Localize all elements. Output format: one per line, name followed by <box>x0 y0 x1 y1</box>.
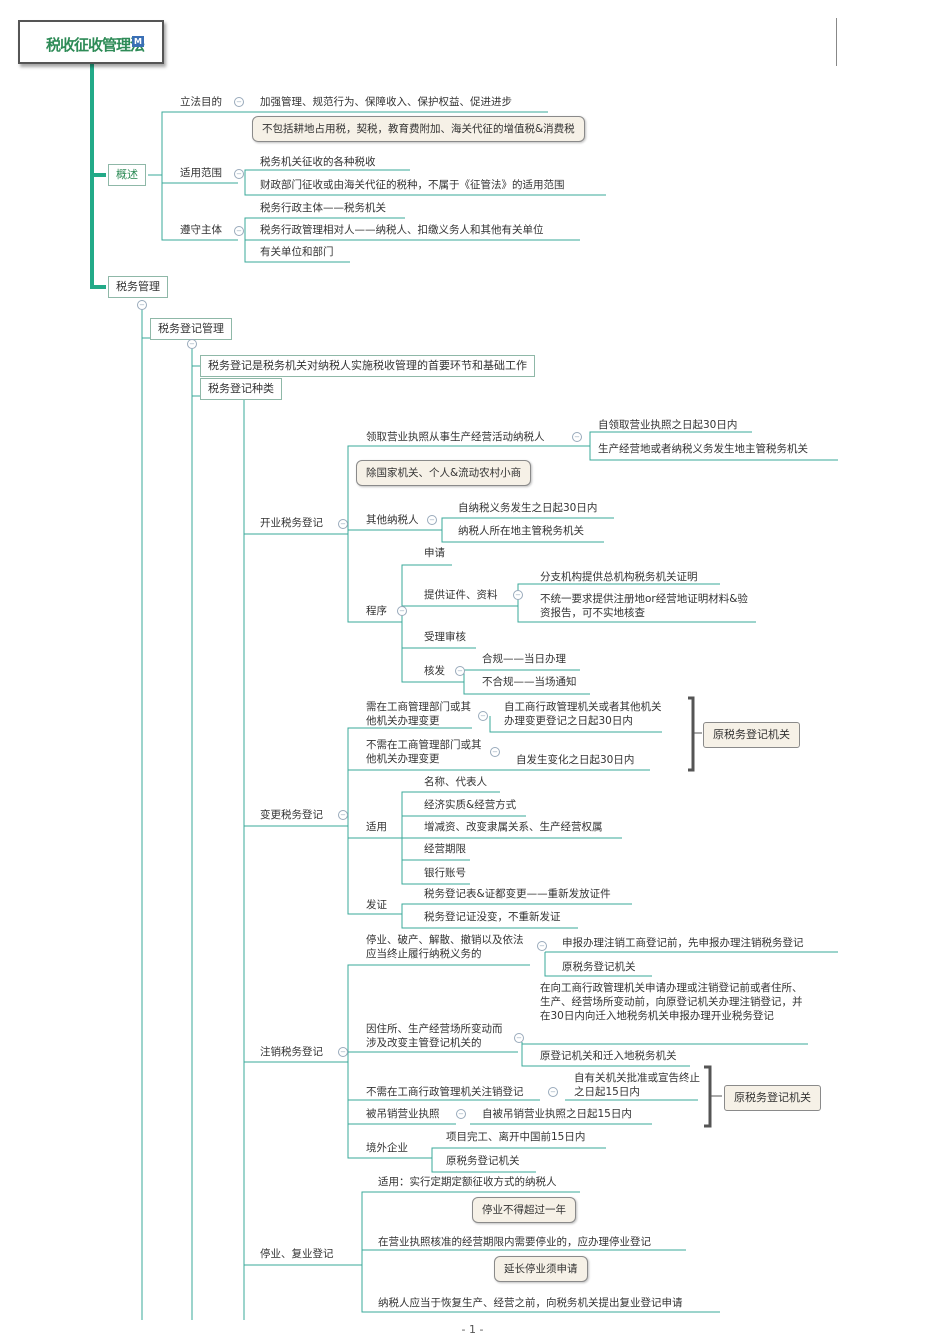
change-label[interactable]: 变更税务登记 <box>260 809 323 821</box>
suspend-rule-2: 纳税人应当于恢复生产、经营之前，向税务机关提出复业登记申请 <box>378 1297 683 1309</box>
change-apply-5: 银行账号 <box>424 867 466 879</box>
registration-intro: 税务登记是税务机关对纳税人实施税收管理的首要环节和基础工作 <box>200 355 535 377</box>
cancel-case1-1: 申报办理注销工商登记前，先申报办理注销税务登记 <box>562 937 804 949</box>
suspend-label[interactable]: 停业、复业登记 <box>260 1248 334 1260</box>
opening-licensed: 领取营业执照从事生产经营活动纳税人 <box>366 431 545 443</box>
procedure-issue-2: 不合规——当场通知 <box>482 676 577 688</box>
collapse-icon[interactable]: − <box>456 1109 466 1119</box>
cancel-case1-2: 原税务登记机关 <box>562 961 636 973</box>
cancel-overseas: 境外企业 <box>366 1142 408 1154</box>
cancel-case2-2: 原登记机关和迁入地税务机关 <box>540 1050 677 1062</box>
procedure-label: 程序 <box>366 605 387 617</box>
opening-callout: 除国家机关、个人&流动农村小商 <box>356 460 532 486</box>
collapse-icon[interactable]: − <box>137 300 147 310</box>
opening-label[interactable]: 开业税务登记 <box>260 517 323 529</box>
change-apply-4: 经营期限 <box>424 843 466 855</box>
suspend-rule-1: 在营业执照核准的经营期限内需要停业的，应办理停业登记 <box>378 1236 651 1248</box>
collapse-icon[interactable]: − <box>455 666 465 676</box>
collapse-icon[interactable]: − <box>514 1033 524 1043</box>
collapse-icon[interactable]: − <box>234 226 244 236</box>
collapse-icon[interactable]: − <box>572 432 582 442</box>
collapse-icon[interactable]: − <box>234 97 244 107</box>
label-purpose: 立法目的 <box>180 96 222 108</box>
procedure-docs: 提供证件、资料 <box>424 589 498 601</box>
scope-item-2: 财政部门征收或由海关代征的税种，不属于《征管法》的适用范围 <box>260 179 565 191</box>
change-issue: 发证 <box>366 899 387 911</box>
change-case1-text: 自工商行政管理机关或者其他机关办理变更登记之日起30日内 <box>504 701 662 727</box>
suspend-callout-2: 延长停业须申请 <box>494 1256 588 1282</box>
opening-other: 其他纳税人 <box>366 514 419 526</box>
collapse-icon[interactable]: − <box>338 810 348 820</box>
scope-callout: 不包括耕地占用税，契税，教育费附加、海关代征的增值税&消费税 <box>252 116 585 142</box>
collapse-icon[interactable]: − <box>427 515 437 525</box>
label-subjects: 遵守主体 <box>180 224 222 236</box>
label-scope: 适用范围 <box>180 167 222 179</box>
procedure-issue-1: 合规——当日办理 <box>482 653 566 665</box>
topic-overview[interactable]: 概述 <box>108 164 146 186</box>
topic-tax-admin[interactable]: 税务管理 <box>108 276 168 298</box>
change-case2-text: 自发生变化之日起30日内 <box>516 754 635 766</box>
cancel-case4: 被吊销营业执照 <box>366 1108 440 1120</box>
change-case1: 需在工商管理部门或其他机关办理变更 <box>366 701 471 727</box>
cancel-case2: 因住所、生产经营场所变动而涉及改变主管登记机关的 <box>366 1023 503 1049</box>
procedure-apply: 申请 <box>424 547 445 559</box>
change-issue-1: 税务登记表&证都变更——重新发放证件 <box>424 888 611 900</box>
suspend-callout-1: 停业不得超过一年 <box>472 1197 576 1223</box>
change-apply-1: 名称、代表人 <box>424 776 487 788</box>
suspend-applies: 适用：实行定期定额征收方式的纳税人 <box>378 1176 557 1188</box>
collapse-icon[interactable]: − <box>187 339 197 349</box>
subject-item-2: 税务行政管理相对人——纳税人、扣缴义务人和其他有关单位 <box>260 224 544 236</box>
scope-item-1: 税务机关征收的各种税收 <box>260 156 376 168</box>
procedure-review: 受理审核 <box>424 631 466 643</box>
cancel-case3: 不需在工商行政管理机关注销登记 <box>366 1086 524 1098</box>
opening-other-1: 自纳税义务发生之日起30日内 <box>458 502 598 514</box>
cancel-case3-text: 自有关机关批准或宣告终止之日起15日内 <box>574 1072 700 1098</box>
subject-item-1: 税务行政主体——税务机关 <box>260 202 386 214</box>
procedure-issue: 核发 <box>424 665 445 677</box>
change-apply-2: 经济实质&经营方式 <box>424 799 517 811</box>
cancel-overseas-2: 原税务登记机关 <box>446 1155 520 1167</box>
root-topic[interactable]: 税收征收管理法 M <box>18 20 164 64</box>
collapse-icon[interactable]: − <box>513 590 523 600</box>
subject-item-3: 有关单位和部门 <box>260 246 334 258</box>
procedure-docs-2: 不统一要求提供注册地or经营地证明材料&验资报告，可不实地核查 <box>540 593 748 619</box>
collapse-icon[interactable]: − <box>490 747 500 757</box>
cancel-overseas-1: 项目完工、离开中国前15日内 <box>446 1131 586 1143</box>
cancel-case1: 停业、破产、解散、撤销以及依法应当终止履行纳税义务的 <box>366 934 524 960</box>
opening-licensed-1: 自领取营业执照之日起30日内 <box>598 419 738 431</box>
change-apply-3: 增减资、改变隶属关系、生产经营权属 <box>424 821 603 833</box>
page-number: - 1 - <box>461 1323 484 1336</box>
change-summary[interactable]: 原税务登记机关 <box>703 722 800 748</box>
registration-types[interactable]: 税务登记种类 <box>200 378 282 400</box>
collapse-icon[interactable]: − <box>548 1087 558 1097</box>
collapse-icon[interactable]: − <box>397 606 407 616</box>
map-marker-icon: M <box>132 36 144 47</box>
purpose-text: 加强管理、规范行为、保障收入、保护权益、促进进步 <box>260 96 512 108</box>
cancel-label[interactable]: 注销税务登记 <box>260 1046 323 1058</box>
collapse-icon[interactable]: − <box>338 519 348 529</box>
right-edge <box>836 18 838 66</box>
procedure-docs-1: 分支机构提供总机构税务机关证明 <box>540 571 698 583</box>
change-issue-2: 税务登记证没变，不重新发证 <box>424 911 561 923</box>
collapse-icon[interactable]: − <box>478 711 488 721</box>
collapse-icon[interactable]: − <box>234 169 244 179</box>
change-apply: 适用 <box>366 821 387 833</box>
opening-other-2: 纳税人所在地主管税务机关 <box>458 525 584 537</box>
cancel-case2-1: 在向工商行政管理机关申请办理或注销登记前或者住所、生产、经营场所变动前，向原登记… <box>540 982 803 1022</box>
topic-registration[interactable]: 税务登记管理 <box>150 318 232 340</box>
collapse-icon[interactable]: − <box>338 1047 348 1057</box>
cancel-summary[interactable]: 原税务登记机关 <box>724 1085 821 1111</box>
opening-licensed-2: 生产经营地或者纳税义务发生地主管税务机关 <box>598 443 808 455</box>
root-title: 税收征收管理法 <box>46 36 145 54</box>
collapse-icon[interactable]: − <box>537 941 547 951</box>
cancel-case4-text: 自被吊销营业执照之日起15日内 <box>482 1108 632 1120</box>
change-case2: 不需在工商管理部门或其他机关办理变更 <box>366 739 482 765</box>
